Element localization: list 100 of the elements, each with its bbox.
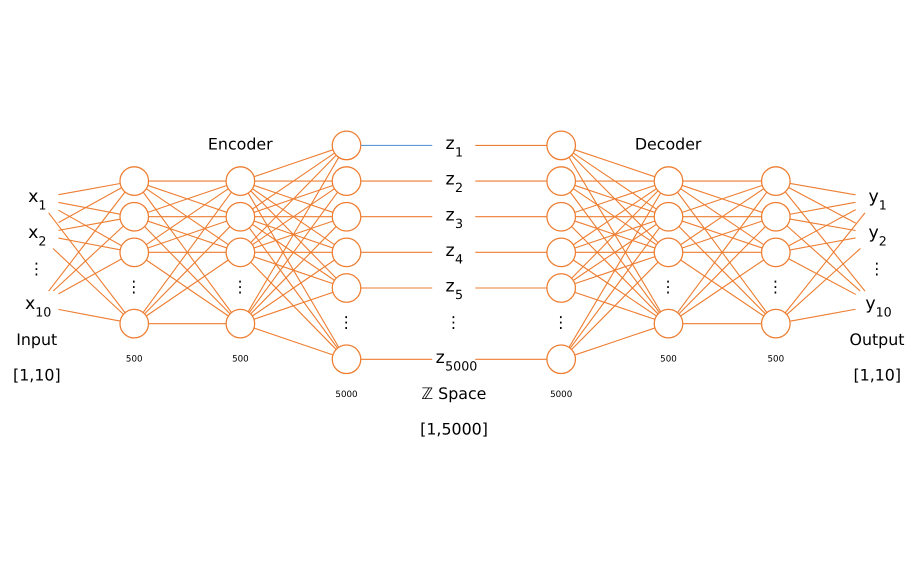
label: [1,5000]: [420, 419, 488, 438]
connector: [360, 144, 432, 146]
connector: [142, 191, 232, 312]
node-text: z$_{4}$: [446, 240, 464, 266]
connector: [144, 226, 230, 314]
node-text: z$_{2}$: [446, 169, 464, 195]
label: Output: [849, 330, 904, 349]
connector: [475, 251, 547, 252]
connector: [360, 251, 432, 252]
connector: [682, 184, 762, 212]
connector: [576, 180, 654, 182]
node-circle: [546, 236, 576, 267]
connector: [572, 259, 656, 316]
connector: [682, 322, 762, 324]
label: Encoder: [208, 134, 273, 153]
connector: [786, 248, 861, 314]
connector: [58, 237, 120, 250]
node-circle: [332, 236, 362, 267]
connector: [784, 191, 866, 291]
connector: [48, 212, 126, 312]
label: ⋮: [446, 312, 462, 332]
connector: [568, 156, 662, 312]
connector: [790, 182, 856, 195]
node-circle: [119, 236, 150, 267]
connector: [254, 251, 332, 252]
connector: [475, 286, 547, 288]
connector: [148, 180, 226, 182]
connector: [148, 184, 227, 212]
connector: [58, 186, 122, 223]
connector: [52, 225, 124, 291]
connector: [677, 191, 768, 312]
connector: [786, 224, 860, 291]
connector: [360, 286, 432, 288]
connector: [788, 186, 856, 224]
connector: [146, 188, 229, 245]
label: ⋮: [338, 312, 354, 332]
label: 5000: [550, 390, 572, 400]
connector: [790, 218, 856, 231]
connector: [252, 152, 335, 209]
label: ℤ Space: [421, 383, 486, 402]
node-text: z$_{1}$: [446, 134, 464, 160]
node-circle: [654, 308, 684, 338]
connector: [574, 256, 655, 284]
connector: [148, 251, 226, 252]
connector: [254, 326, 333, 355]
connector: [248, 191, 338, 312]
connector: [248, 192, 340, 347]
node-circle: [119, 308, 150, 338]
connector: [790, 308, 856, 322]
label: [1,10]: [13, 365, 61, 384]
label: 500: [768, 354, 784, 364]
connector: [254, 180, 332, 182]
node-circle: [226, 236, 256, 267]
connector: [250, 190, 336, 278]
connector: [252, 188, 335, 245]
connector: [254, 184, 333, 212]
connector: [680, 259, 764, 316]
node-circle: [760, 236, 791, 267]
node-circle: [654, 236, 684, 267]
connector: [254, 291, 333, 320]
label: 500: [232, 354, 249, 364]
connector: [254, 256, 333, 284]
node-circle: [332, 201, 362, 232]
connector: [784, 212, 866, 313]
connector: [790, 201, 856, 214]
connector: [475, 144, 547, 146]
node-circle: [226, 308, 256, 338]
node-circle: [226, 166, 256, 196]
connector: [574, 291, 655, 320]
connector: [475, 358, 547, 360]
connector: [678, 226, 766, 314]
connector: [576, 216, 654, 217]
node-circle: [546, 344, 576, 374]
connector: [146, 259, 229, 316]
node-text: y$_{1}$: [868, 186, 887, 212]
connector: [360, 216, 432, 217]
node-text: z$_{5}$: [446, 276, 464, 302]
connector: [254, 148, 333, 177]
connector: [576, 251, 654, 252]
node-circle: [332, 130, 362, 160]
connector: [574, 148, 655, 177]
connector: [571, 261, 658, 350]
connector: [475, 216, 547, 217]
connector: [58, 308, 120, 322]
node-circle: [546, 166, 576, 196]
connector: [680, 188, 764, 245]
connector: [682, 251, 762, 252]
node-circle: [654, 201, 684, 232]
connector: [250, 226, 336, 314]
node-circle: [119, 201, 150, 232]
node-circle: [546, 130, 576, 160]
node-circle: [654, 166, 684, 196]
connector: [475, 180, 547, 182]
connector: [788, 258, 856, 294]
label: ⋮: [28, 258, 44, 278]
node-circle: [226, 201, 256, 232]
connector: [568, 192, 662, 348]
node-circle: [760, 308, 791, 338]
connector: [58, 258, 122, 294]
node-circle: [760, 166, 791, 196]
